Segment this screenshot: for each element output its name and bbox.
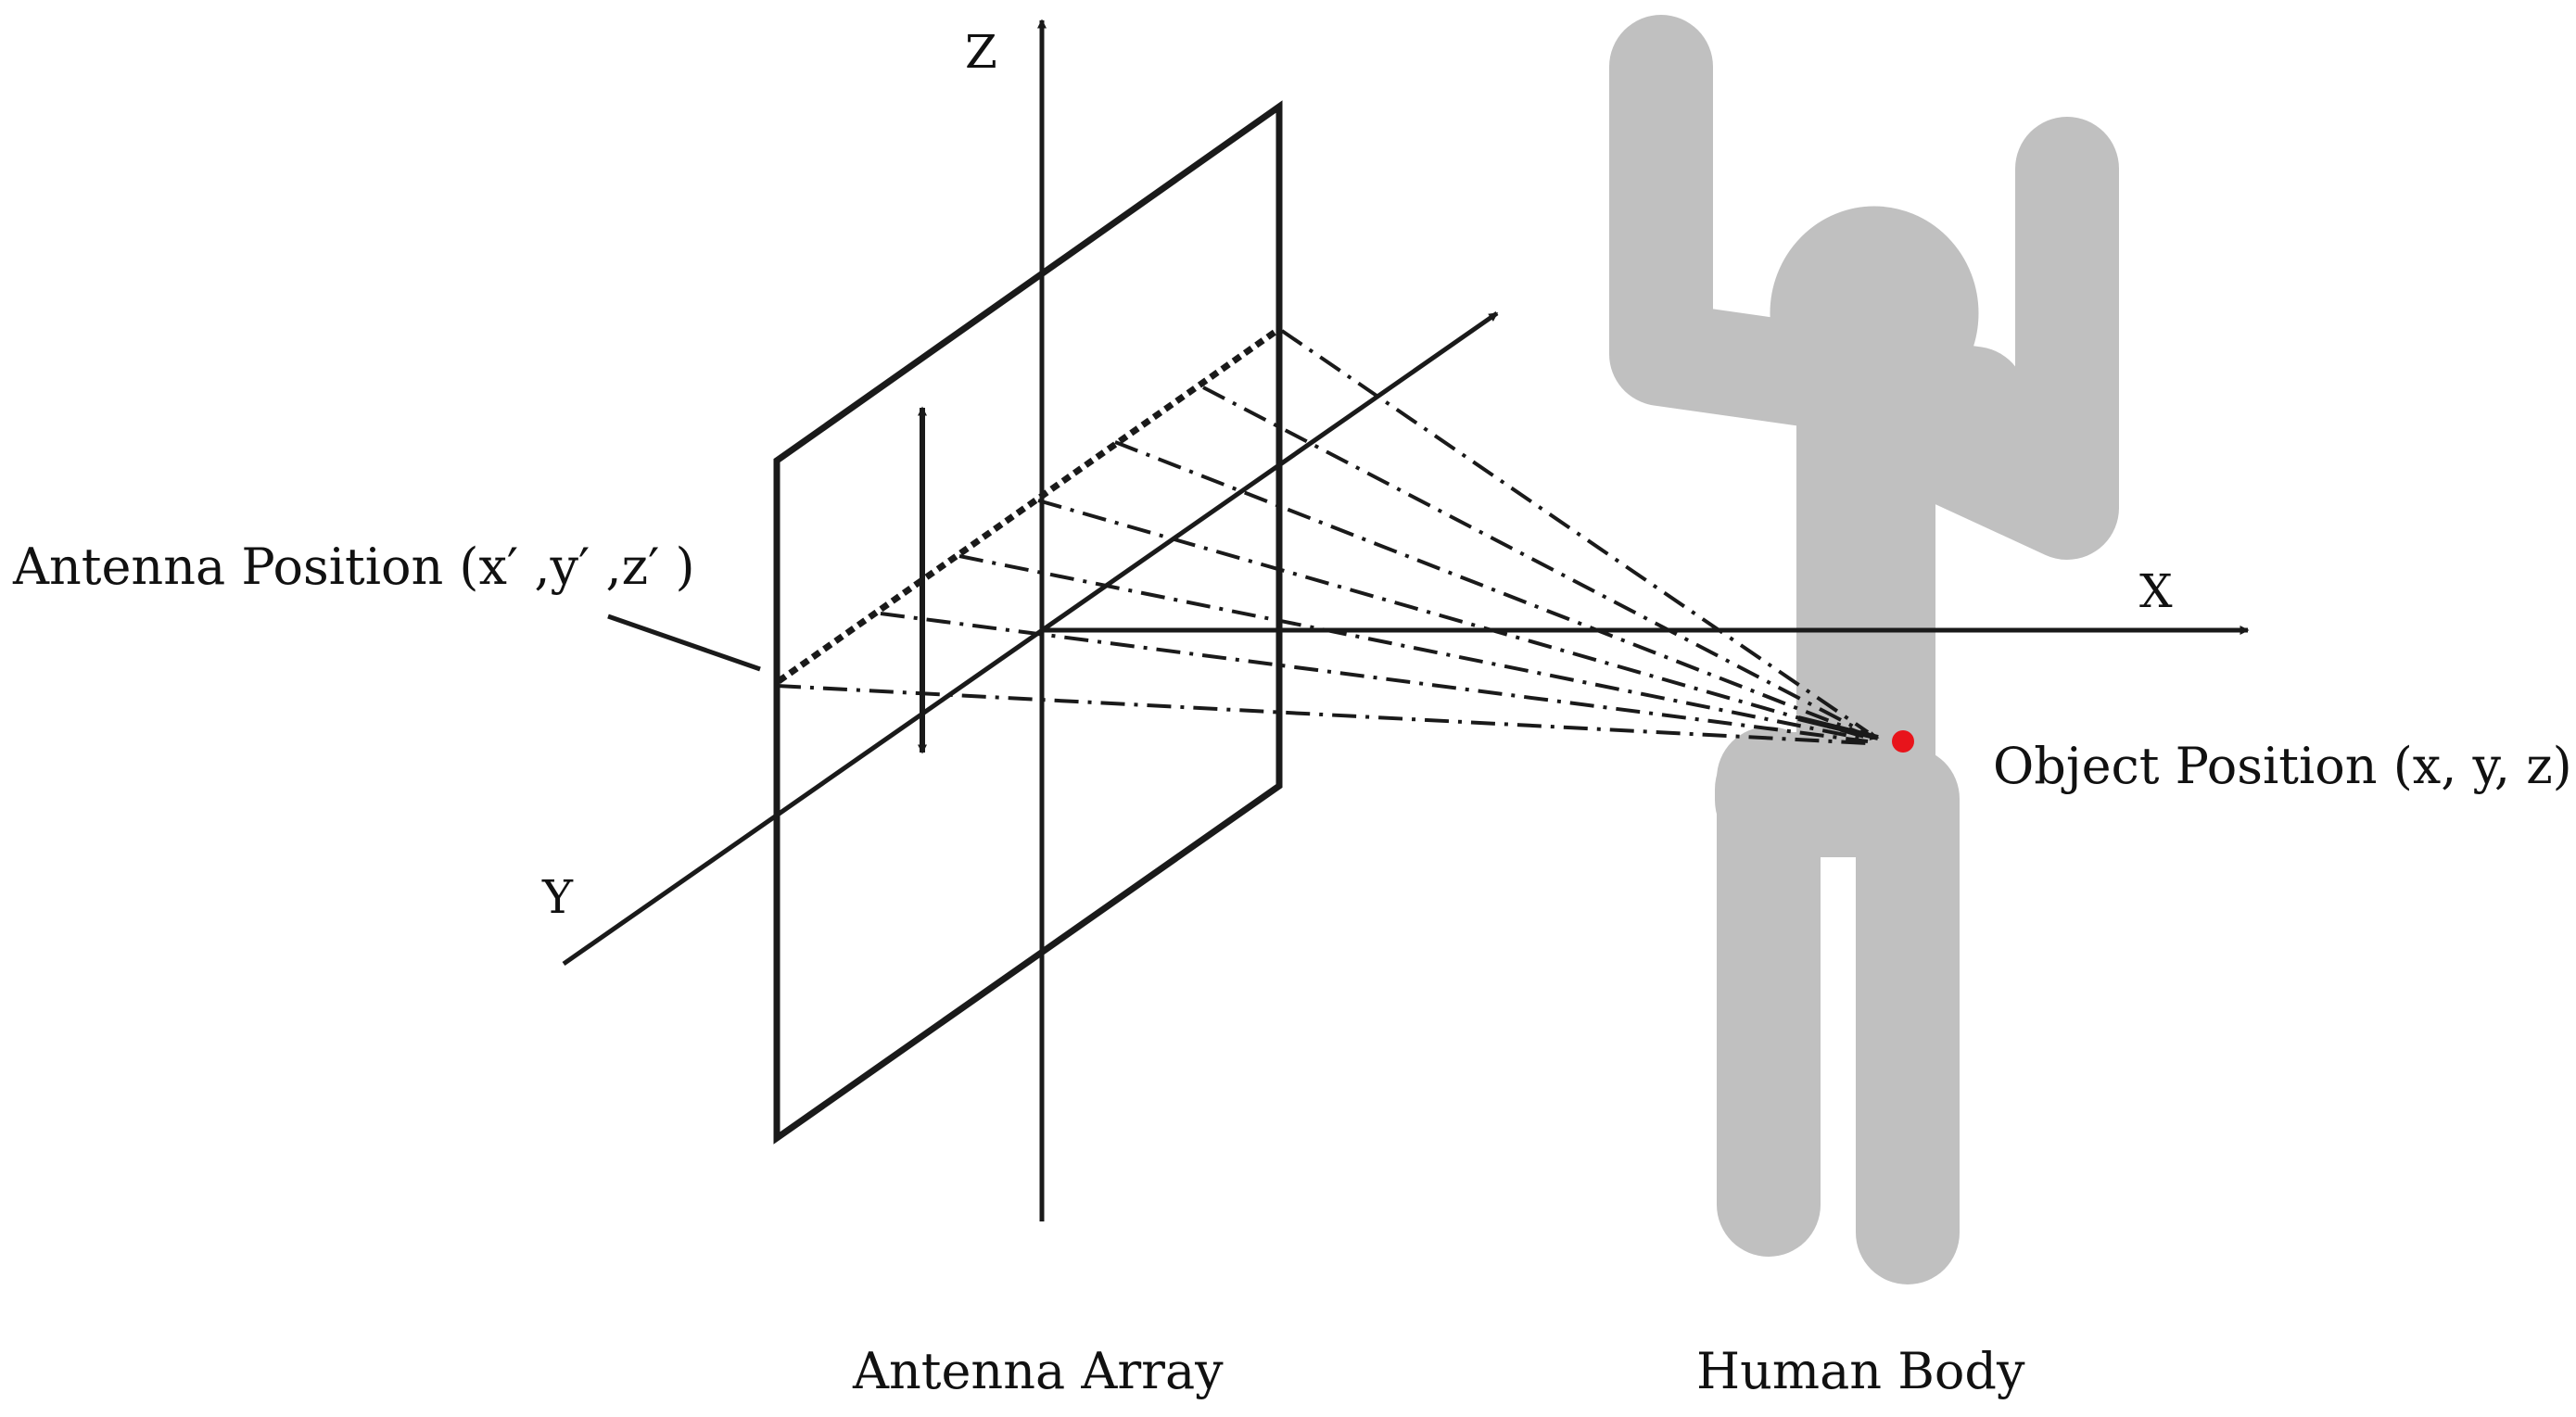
signal-ray (880, 612, 1869, 743)
antenna-array-label: Antenna Array (852, 1342, 1224, 1400)
antenna-array-panel (773, 100, 1283, 1145)
x-axis-label: X (2139, 564, 2173, 618)
antenna-scan-line (776, 326, 1282, 684)
z-axis-label: Z (965, 25, 997, 79)
human-body-label: Human Body (1696, 1342, 2025, 1400)
signal-ray (776, 684, 1869, 745)
signal-ray (958, 554, 1869, 741)
object-position-label: Object Position (x, y, z) (1993, 737, 2572, 795)
array-plane (773, 100, 1283, 1145)
y-axis-label: Y (541, 870, 574, 924)
human-body-silhouette (1609, 15, 2119, 1284)
right-arm (1848, 117, 2119, 560)
object-position-dot (1892, 730, 1914, 753)
signal-rays (776, 329, 1870, 745)
head (1770, 206, 1979, 421)
coordinate-axes (562, 19, 2250, 1221)
antenna-position-pointer (607, 614, 761, 672)
antenna-position-label: Antenna Position (x′ ,y′ ,z′ ) (12, 538, 695, 596)
signal-arrow (1797, 715, 1880, 740)
signal-ray (1280, 329, 1870, 734)
torso-side (1796, 399, 1935, 797)
signal-ray (1037, 499, 1869, 740)
signal-ray (1202, 386, 1869, 736)
y-axis (562, 310, 1499, 967)
